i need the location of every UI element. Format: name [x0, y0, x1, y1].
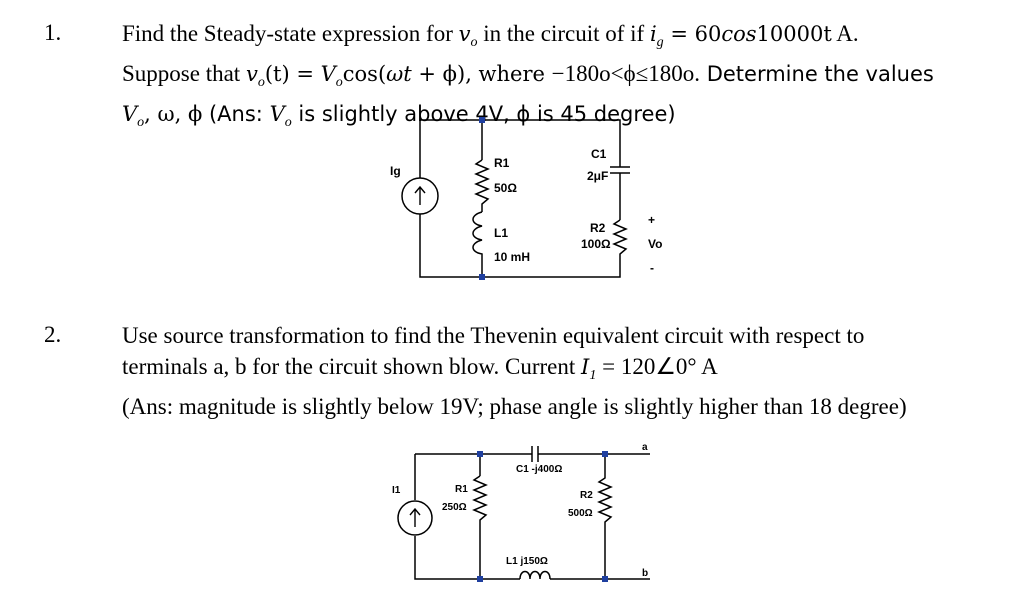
r2-name: R2 [590, 221, 606, 235]
current-source-i1 [397, 500, 433, 536]
c2-top-left-wire [415, 453, 481, 476]
problem-2-number: 2. [44, 322, 62, 347]
r1-name: R1 [494, 156, 510, 170]
r1-value: 50Ω [494, 181, 517, 195]
vo-label: Vo [648, 237, 662, 251]
c1-name: C1 [591, 147, 607, 161]
vo-plus: + [648, 213, 655, 227]
r1-name-p2: R1 [455, 484, 468, 495]
source-ig-label: Ig [390, 164, 401, 178]
node-p2-top-left [477, 451, 483, 457]
problem-1-text: Find the Steady-state expression for vo … [122, 18, 1012, 138]
node-p2-bottom-left [477, 576, 483, 582]
r2-value-p2: 500Ω [568, 508, 593, 519]
l1-value: 10 mH [494, 250, 530, 264]
current-source-ig [401, 177, 439, 215]
terminal-b: b [642, 568, 648, 579]
problem-1-number: 1. [44, 20, 62, 45]
problem-2-line-1: Use source transformation to find the Th… [122, 323, 865, 348]
inductor-l1 [472, 211, 483, 262]
resistor-r1 [474, 159, 490, 212]
resistor-r2 [612, 219, 628, 262]
c2-left-wire-bottom [414, 536, 480, 580]
problem-1-line-1: Find the Steady-state expression for vo … [122, 21, 859, 50]
terminal-a: a [642, 442, 648, 453]
node-p2-top-right [602, 451, 608, 457]
problem-2-text: Use source transformation to find the Th… [122, 320, 1012, 422]
node-p2-bottom-right [602, 576, 608, 582]
r2-name-p2: R2 [580, 490, 593, 501]
l1-name: L1 [494, 226, 508, 240]
inductor-l1-p2 [519, 570, 551, 580]
problem-2-line-2: terminals a, b for the circuit shown blo… [122, 354, 718, 383]
c1-label-p2: C1 -j400Ω [516, 464, 562, 475]
c1-bottom-wire [419, 214, 621, 278]
problem-1-line-2: Suppose that vo(t) = Vocos(ωt + ϕ), wher… [122, 61, 934, 90]
problem-2-line-3: (Ans: magnitude is slightly below 19V; p… [122, 394, 907, 419]
node-top [479, 117, 485, 123]
l1-label-p2: L1 j150Ω [506, 556, 548, 567]
resistor-r2-p2 [597, 454, 613, 579]
r1-value-p2: 250Ω [442, 502, 467, 513]
circuit-2-diagram: I1 R1 250Ω C1 -j400Ω R2 500Ω L1 j150Ω a … [392, 442, 650, 582]
vo-minus: - [650, 261, 654, 275]
problem-1-line-3: Vo, ω, ϕ (Ans: Vo is slightly above 4V, … [122, 102, 676, 130]
r2-value: 100Ω [581, 237, 611, 251]
c1-value: 2μF [587, 169, 608, 183]
node-bottom [479, 274, 485, 280]
source-i1-label: I1 [392, 485, 401, 496]
resistor-r1-p2 [472, 475, 488, 528]
circuit-1-diagram: Ig R1 50Ω L1 10 mH C1 2μF R2 100Ω + Vo - [390, 117, 662, 280]
c1-top-wire [420, 119, 621, 152]
